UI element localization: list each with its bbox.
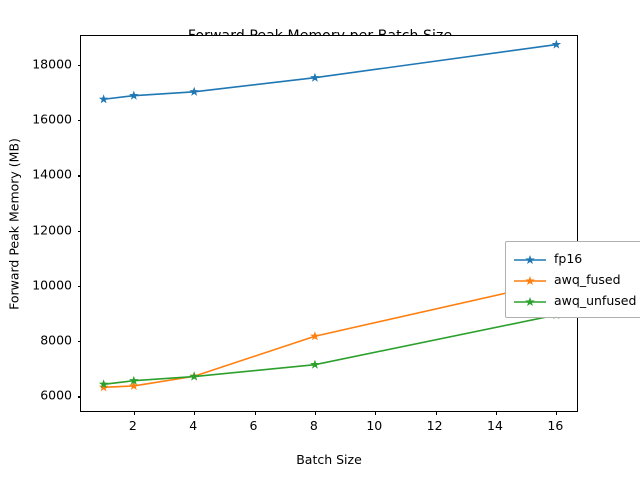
y-tick-label: 18000 <box>32 56 72 72</box>
x-axis-label: Batch Size <box>296 452 362 467</box>
data-point-marker-awq_unfused <box>310 359 320 369</box>
x-tick-label: 16 <box>547 418 564 433</box>
data-point-marker-awq_unfused <box>129 375 139 385</box>
y-tick-mark <box>77 285 81 288</box>
y-tick-label: 10000 <box>32 277 72 293</box>
data-point-marker-fp16 <box>98 94 109 104</box>
x-tick-label: 2 <box>128 418 137 433</box>
x-tick-mark <box>194 411 196 415</box>
legend-label-awq_unfused: awq_unfused <box>554 293 637 308</box>
x-tick-mark <box>254 411 256 415</box>
legend-swatch-awq_unfused <box>513 294 547 308</box>
x-tick-label: 10 <box>366 418 383 433</box>
legend-item-fp16[interactable]: fp16 <box>513 248 636 269</box>
data-point-marker-awq_unfused <box>98 379 109 389</box>
chart-legend: fp16 awq_fused awq_unfused <box>505 241 640 318</box>
y-tick-mark <box>77 120 81 122</box>
data-point-marker-fp16 <box>310 72 320 82</box>
series-line-fp16 <box>103 43 557 101</box>
legend-item-awq_fused[interactable]: awq_fused <box>513 269 636 290</box>
x-tick-mark <box>556 411 558 415</box>
x-tick-mark <box>133 411 135 415</box>
x-tick-label: 4 <box>189 418 198 433</box>
y-axis-tick-labels: 6000 8000 10000 12000 14000 16000 18000 <box>8 0 72 480</box>
data-point-marker-fp16 <box>129 90 139 100</box>
series-line-awq_unfused <box>103 314 557 386</box>
x-tick-mark <box>314 411 316 415</box>
y-tick-mark <box>77 65 81 67</box>
plot-lines <box>98 39 562 392</box>
legend-swatch-fp16 <box>513 252 547 266</box>
y-tick-label: 16000 <box>32 111 72 127</box>
x-tick-mark <box>496 411 498 415</box>
x-tick-mark <box>375 411 377 415</box>
x-tick-label: 14 <box>487 418 503 433</box>
data-point-marker-fp16 <box>551 39 562 49</box>
y-tick-label: 8000 <box>40 332 72 348</box>
data-point-marker-fp16 <box>189 86 199 96</box>
legend-label-awq_fused: awq_fused <box>554 272 621 287</box>
legend-swatch-awq_fused <box>513 273 547 287</box>
legend-label-fp16: fp16 <box>554 251 583 266</box>
y-tick-mark <box>77 230 81 232</box>
y-tick-mark <box>77 175 81 177</box>
y-tick-mark <box>77 341 81 343</box>
series-line-awq_fused <box>103 281 557 389</box>
y-tick-label: 6000 <box>40 387 72 403</box>
y-tick-mark <box>77 396 81 398</box>
x-tick-label: 8 <box>309 418 318 433</box>
y-tick-label: 12000 <box>32 222 72 238</box>
y-tick-label: 14000 <box>32 166 72 182</box>
data-point-marker-awq_unfused <box>189 371 199 381</box>
legend-item-awq_unfused[interactable]: awq_unfused <box>513 290 636 311</box>
x-tick-label: 12 <box>426 418 443 433</box>
x-tick-label: 6 <box>249 418 258 433</box>
data-point-marker-awq_fused <box>310 331 320 341</box>
plot-area: fp16 awq_fused awq_unfused <box>77 35 640 415</box>
x-tick-mark <box>435 411 437 415</box>
data-point-marker-awq_fused <box>98 382 109 392</box>
data-point-marker-awq_fused <box>129 380 139 390</box>
